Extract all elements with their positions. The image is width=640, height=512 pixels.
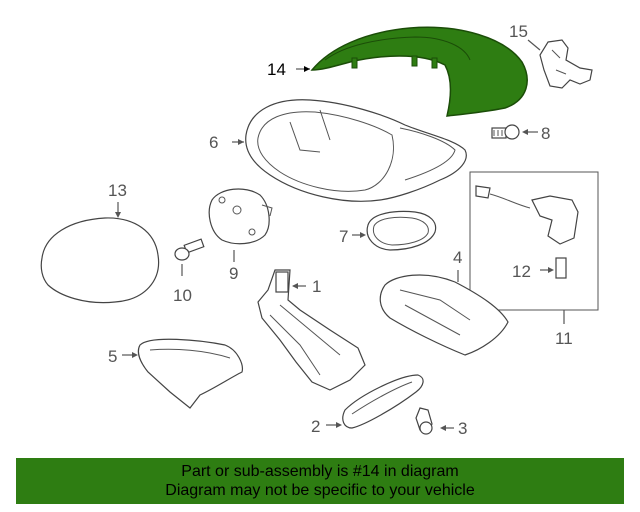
callout-13: 13 [108, 181, 127, 200]
callout-12: 12 [512, 262, 531, 281]
part-3-screw[interactable] [415, 407, 433, 435]
parts-diagram: 1 2 3 4 5 6 7 8 9 10 11 12 13 14 15 [40, 22, 599, 438]
part-14-mirror-cover[interactable] [310, 26, 528, 117]
part-2-turn-signal[interactable] [342, 374, 424, 429]
part-9-motor[interactable] [208, 188, 273, 245]
part-8-screw[interactable] [491, 124, 520, 140]
callout-10: 10 [173, 286, 192, 305]
callout-2: 2 [311, 417, 320, 436]
callout-15: 15 [509, 22, 528, 41]
part-5-lower-cover[interactable] [137, 338, 243, 409]
callout-5: 5 [108, 347, 117, 366]
info-banner: Part or sub-assembly is #14 in diagram D… [16, 458, 624, 504]
part-1-base[interactable] [257, 269, 366, 391]
part-6-mirror-housing[interactable] [245, 99, 467, 202]
banner-line-2: Diagram may not be specific to your vehi… [165, 482, 475, 499]
part-13-mirror-glass[interactable] [40, 217, 160, 304]
callout-7: 7 [339, 227, 348, 246]
part-15-bracket[interactable] [539, 39, 593, 89]
banner-line-1: Part or sub-assembly is #14 in diagram [181, 463, 459, 480]
callout-11: 11 [555, 329, 573, 348]
part-11-harness-group[interactable] [469, 171, 599, 311]
part-7-gasket[interactable] [366, 210, 437, 251]
callout-6: 6 [209, 133, 218, 152]
callout-4: 4 [453, 248, 462, 267]
callout-9: 9 [229, 264, 238, 283]
part-4-trim[interactable] [379, 274, 509, 356]
callout-8: 8 [541, 124, 550, 143]
callout-1: 1 [312, 277, 321, 296]
callout-3: 3 [458, 419, 467, 438]
callout-14: 14 [267, 60, 286, 79]
part-10-bolt[interactable] [174, 238, 205, 261]
arrow-14 [304, 66, 310, 72]
